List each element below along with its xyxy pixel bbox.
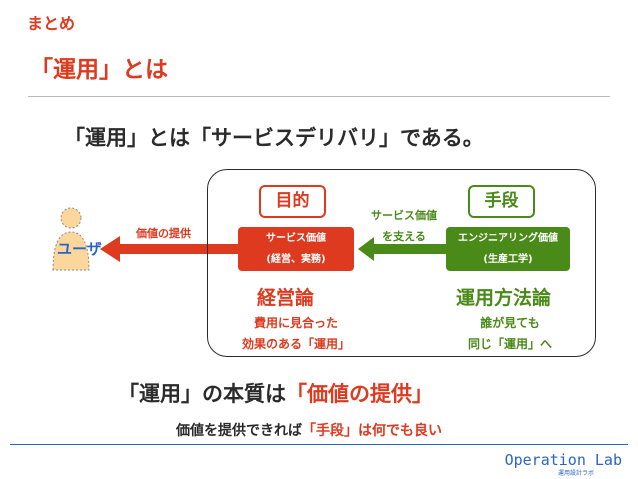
- service-value-box: サービス価値 (経営、実務): [238, 227, 354, 271]
- business-desc-line1: 費用に見合った: [253, 316, 338, 330]
- service-value-detail: (経営、実務): [266, 254, 326, 265]
- engineering-value-box: エンジニアリング価値 (生産工学): [446, 227, 570, 271]
- engineering-value-detail: (生産工学): [483, 254, 533, 265]
- support-label: サービス価値 を支える: [362, 205, 446, 247]
- means-tag: 手段: [468, 185, 535, 218]
- support-label-line1: サービス価値: [371, 209, 437, 222]
- conclusion-part1: 「運用」の本質は: [118, 382, 286, 406]
- methodology-desc-line2: 同じ「運用」へ: [467, 337, 552, 351]
- brand-logo: Operation Lab: [504, 451, 622, 469]
- conclusion: 「運用」の本質は「価値の提供」: [118, 378, 433, 408]
- support-label-line2: を支える: [382, 230, 426, 243]
- support-arrow: [358, 237, 446, 261]
- purpose-tag: 目的: [259, 185, 326, 218]
- system-frame: [207, 169, 596, 357]
- provide-label: 価値の提供: [136, 227, 191, 240]
- provide-arrow: [100, 236, 238, 262]
- brand-subtitle: 運用設計ラボ: [557, 470, 594, 477]
- title-divider: [28, 96, 610, 97]
- sub-conclusion-part1: 価値を提供できれば: [176, 423, 302, 439]
- section-label: まとめ: [27, 14, 76, 33]
- footer-divider: [10, 444, 628, 445]
- conclusion-part2: 「価値の提供」: [286, 382, 433, 406]
- methodology-title: 運用方法論: [456, 287, 552, 309]
- business-description: 費用に見合った 効果のある「運用」: [228, 313, 364, 355]
- headline: 「運用」とは「サービスデリバリ」である。: [64, 126, 484, 150]
- business-desc-line2: 効果のある「運用」: [241, 337, 350, 351]
- service-value-title: サービス価値: [266, 233, 326, 244]
- methodology-description: 誰が見ても 同じ「運用」へ: [440, 313, 580, 355]
- sub-conclusion: 価値を提供できれば「手段」は何でも良い: [176, 420, 442, 440]
- business-title: 経営論: [257, 287, 315, 309]
- user-label: ユーザ: [57, 240, 102, 258]
- slide-title: 「運用」とは: [30, 57, 168, 83]
- user-icon: [52, 207, 90, 271]
- engineering-value-title: エンジニアリング価値: [458, 233, 558, 244]
- sub-conclusion-part2: 「手段」は何でも良い: [302, 423, 442, 439]
- methodology-desc-line1: 誰が見ても: [480, 316, 540, 330]
